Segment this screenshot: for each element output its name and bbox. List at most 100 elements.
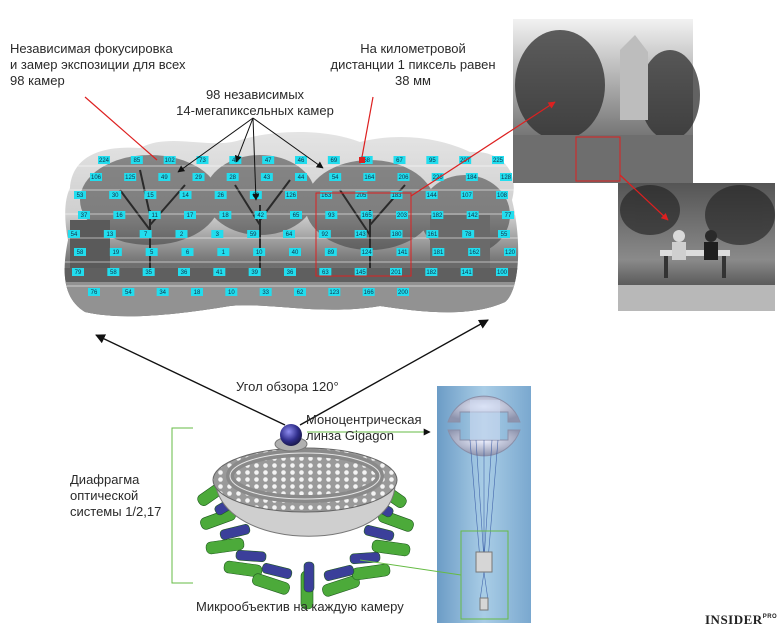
camera-tag-bg xyxy=(181,248,194,256)
camera-tag-bg xyxy=(107,268,120,276)
green-connectors xyxy=(171,427,462,584)
camera-tag: 73 xyxy=(199,158,206,164)
camera-tag-bg xyxy=(225,288,238,296)
camera-tag: 224 xyxy=(99,158,110,164)
camera-tag: 63 xyxy=(322,270,329,276)
camera-tag: 164 xyxy=(364,175,375,181)
camera-tag-bg xyxy=(324,248,337,256)
camera-tag-bg xyxy=(262,156,275,164)
camera-tag-bg xyxy=(492,156,504,164)
camera-tag: 77 xyxy=(505,213,512,219)
camera-tag-bg xyxy=(109,248,122,256)
camera-tag: 40 xyxy=(292,250,299,256)
camera-tag-bg xyxy=(496,268,508,276)
camera-tag-bg xyxy=(496,191,508,199)
camera-tag: 39 xyxy=(251,270,258,276)
camera-tag: 165 xyxy=(362,213,373,219)
camera-tag-bg xyxy=(139,230,152,238)
camera-tag: 183 xyxy=(391,193,402,199)
camera-tag: 184 xyxy=(467,175,478,181)
camera-tag-bg xyxy=(88,288,100,296)
camera-tag-bg xyxy=(130,156,143,164)
camera-tag-bg xyxy=(329,173,342,181)
camera-tag: 125 xyxy=(125,175,136,181)
pixel-marker xyxy=(359,157,365,163)
camera-tag-bg xyxy=(390,191,403,199)
optical-schematic xyxy=(437,386,531,623)
camera-tag-bg xyxy=(327,156,340,164)
camera-tag-bg xyxy=(213,268,226,276)
camera-tag: 29 xyxy=(195,175,202,181)
camera-tag-bg xyxy=(211,230,224,238)
camera-tag: 54 xyxy=(332,175,339,181)
camera-tag: 65 xyxy=(293,213,300,219)
camera-tag: 93 xyxy=(328,213,335,219)
camera-tag-bg xyxy=(217,248,230,256)
camera-tag-bg xyxy=(396,248,409,256)
camera-tag: 123 xyxy=(329,290,340,296)
camera-tag-bg xyxy=(68,230,80,238)
camera-tag: 182 xyxy=(426,270,437,276)
camera-tag: 33 xyxy=(262,290,269,296)
camera-tag: 13 xyxy=(106,232,113,238)
monocentric-lens-ball xyxy=(280,424,302,446)
camera-tag-bg xyxy=(178,268,190,276)
camera-tag-bg xyxy=(360,211,373,219)
camera-tag-bg xyxy=(90,173,102,181)
camera-tag-bg xyxy=(431,211,444,219)
camera-tag-bg xyxy=(318,230,331,238)
camera-tag-bg xyxy=(295,156,307,164)
camera-tag: 59 xyxy=(250,232,257,238)
camera-tag: 7 xyxy=(144,232,148,238)
camera-tag-bg xyxy=(504,248,516,256)
camera-tag-bg xyxy=(78,211,90,219)
camera-tag: 37 xyxy=(81,213,88,219)
insider-pro-logo: INSIDERPRO xyxy=(705,612,777,628)
camera-tag-bg xyxy=(468,248,481,256)
camera-tag-bg xyxy=(148,211,161,219)
camera-tag-bg xyxy=(390,268,402,276)
camera-tag-bg xyxy=(396,211,408,219)
camera-tag: 182 xyxy=(432,213,443,219)
camera-tag: 200 xyxy=(398,290,409,296)
camera-tag: 18 xyxy=(194,290,201,296)
camera-tag-bg xyxy=(462,230,475,238)
camera-tag: 95 xyxy=(429,158,436,164)
camera-tag-bg xyxy=(354,268,367,276)
camera-tag-bg xyxy=(219,211,232,219)
camera-tag: 69 xyxy=(330,158,337,164)
camera-tag-bg xyxy=(390,230,403,238)
camera-tag: 107 xyxy=(462,193,473,199)
camera-tag-bg xyxy=(74,248,86,256)
camera-tag-bg xyxy=(397,173,410,181)
camera-tag-bg xyxy=(425,268,438,276)
camera-tag: 106 xyxy=(91,175,102,181)
camera-tag: 46 xyxy=(298,158,305,164)
camera-tag-bg xyxy=(284,268,296,276)
camera-tag: 54 xyxy=(125,290,132,296)
camera-tag-bg xyxy=(498,230,510,238)
camera-tag-bg xyxy=(196,156,209,164)
camera-tag: 42 xyxy=(257,213,264,219)
camera-tag-bg xyxy=(122,288,135,296)
camera-tag: 3 xyxy=(216,232,220,238)
camera-tag: 67 xyxy=(396,158,403,164)
logo-sup-text: PRO xyxy=(762,614,778,620)
camera-tag-bg xyxy=(158,173,171,181)
camera-tag: 89 xyxy=(327,250,334,256)
camera-tag: 62 xyxy=(297,290,304,296)
camera-tag: 102 xyxy=(165,158,176,164)
camera-tag: 206 xyxy=(398,175,409,181)
camera-tag-bg xyxy=(74,191,86,199)
camera-tag-bg xyxy=(124,173,137,181)
camera-tag-bg xyxy=(360,156,373,164)
camera-tag-bg xyxy=(144,191,157,199)
camera-tag-bg xyxy=(214,191,227,199)
camera-tag-bg xyxy=(460,191,473,199)
camera-tag: 35 xyxy=(145,270,152,276)
label-aperture: Диафрагма оптической системы 1/2,17 xyxy=(70,472,162,519)
camera-tag: 36 xyxy=(181,270,188,276)
zoom-photo-1 xyxy=(513,19,700,183)
